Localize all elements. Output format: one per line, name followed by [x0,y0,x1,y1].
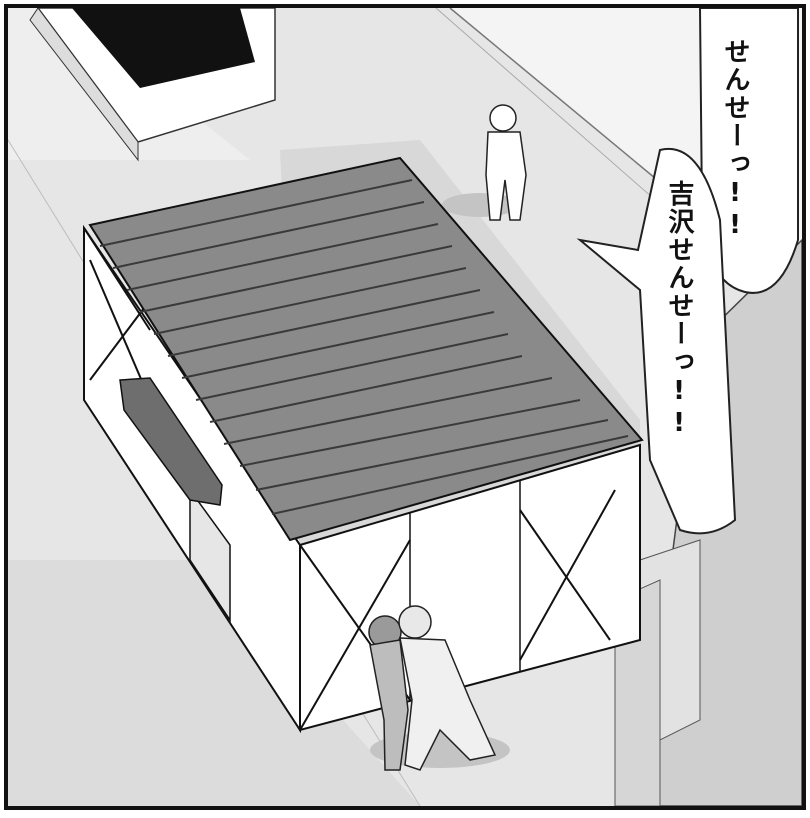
panel-border [4,4,806,810]
speech-text-1: せんせーっ!! [720,38,750,242]
corrugated-roof [88,156,644,542]
speech-bubble-2 [576,147,737,535]
children-figures [368,605,497,771]
speech-text-2: 吉沢せんせーっ!! [664,180,694,440]
teacher-figure [485,104,527,221]
rooftop-structure [29,7,276,162]
